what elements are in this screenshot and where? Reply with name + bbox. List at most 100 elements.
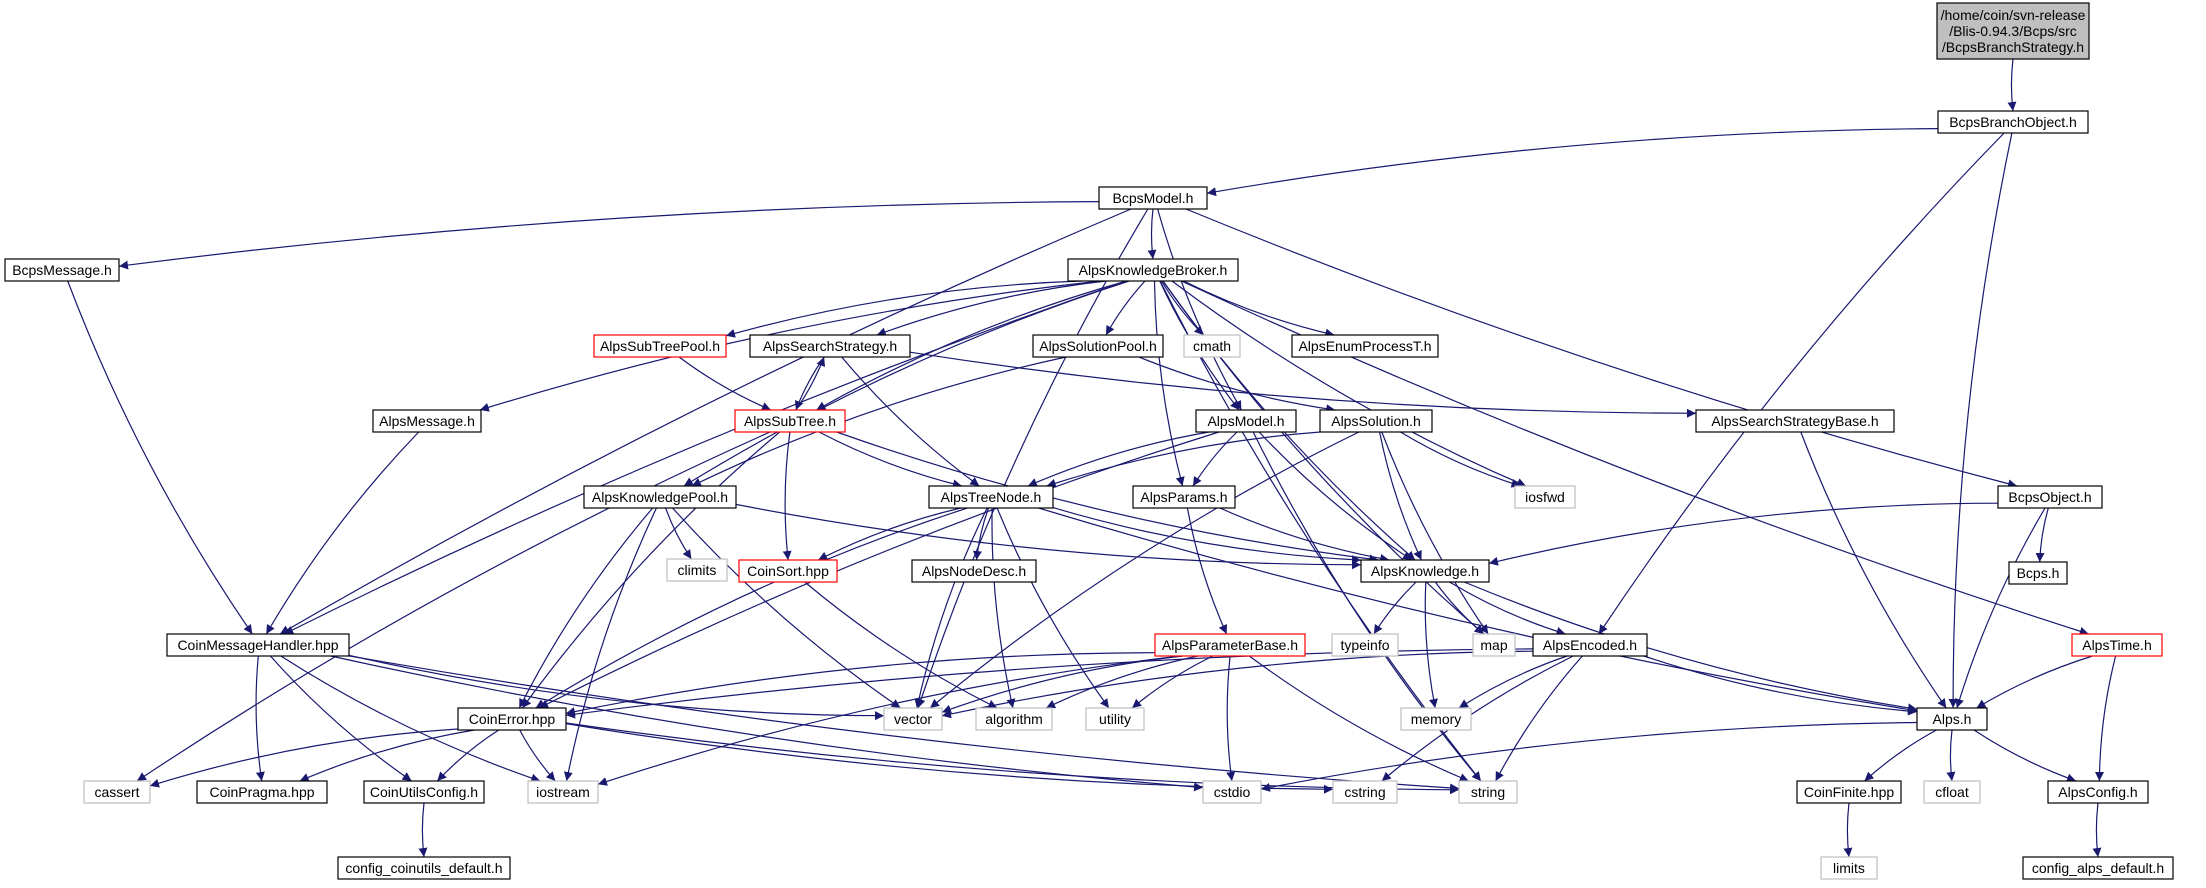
node-label-root: /Blis-0.94.3/Bcps/src	[1949, 23, 2077, 39]
edge-AlpsParameterBase-to-cstdio	[1226, 655, 1236, 782]
node-box-CoinUtilsConfig	[363, 780, 485, 804]
node-box-root	[1936, 2, 2090, 60]
edge-AlpsKnowledgePool-to-CoinError	[518, 507, 654, 709]
node-config_coinutils_default[interactable]: config_coinutils_default.h	[337, 856, 511, 880]
node-AlpsSearchStrategy[interactable]: AlpsSearchStrategy.h	[749, 334, 911, 358]
edge-AlpsEncoded-to-Alps	[1643, 655, 1918, 716]
edge-AlpsSubTree-to-AlpsKnowledge	[836, 431, 1379, 564]
node-AlpsSearchStrategyBase[interactable]: AlpsSearchStrategyBase.h	[1695, 409, 1895, 433]
node-box-limits	[1820, 856, 1878, 880]
node-box-CoinError	[457, 707, 567, 731]
node-AlpsModel[interactable]: AlpsModel.h	[1195, 409, 1297, 433]
node-box-CoinPragma	[196, 780, 328, 804]
node-box-cstring	[1332, 780, 1398, 804]
edge-AlpsKnowledgeBroker-to-AlpsMessage	[479, 280, 1101, 412]
edge-BcpsBranchObject-to-Alps	[1948, 132, 2013, 709]
edge-BcpsModel-to-AlpsModel	[1157, 208, 1242, 411]
node-BcpsBranchObject[interactable]: BcpsBranchObject.h	[1937, 110, 2089, 134]
node-AlpsTime[interactable]: AlpsTime.h	[2071, 633, 2163, 657]
node-BcpsModel[interactable]: BcpsModel.h	[1098, 186, 1208, 210]
edge-CoinMessageHandler-to-vector	[348, 654, 885, 721]
node-label-BcpsModel: BcpsModel.h	[1113, 190, 1194, 206]
edge-CoinMessageHandler-to-string	[348, 655, 1460, 793]
node-map: map	[1472, 633, 1516, 657]
edge-AlpsParameterBase-to-string	[1248, 655, 1469, 782]
edge-AlpsTreeNode-to-CoinError	[535, 507, 968, 709]
node-AlpsSubTreePool[interactable]: AlpsSubTreePool.h	[593, 334, 727, 358]
node-Alps[interactable]: Alps.h	[1916, 707, 1988, 731]
edge-Alps-to-cfloat	[1946, 729, 1956, 782]
node-box-AlpsParameterBase	[1154, 633, 1306, 657]
edge-AlpsTreeNode-to-algorithm	[991, 507, 1016, 709]
edge-Alps-to-cstdio	[1260, 721, 1918, 792]
node-CoinFinite[interactable]: CoinFinite.hpp	[1796, 780, 1902, 804]
edge-AlpsParameterBase-to-utility	[1131, 655, 1214, 709]
edge-CoinError-to-string	[565, 722, 1460, 795]
node-AlpsEnumProcessT[interactable]: AlpsEnumProcessT.h	[1291, 334, 1439, 358]
node-box-Alps	[1916, 707, 1988, 731]
node-AlpsSolutionPool[interactable]: AlpsSolutionPool.h	[1032, 334, 1164, 358]
edge-AlpsTreeNode-to-utility	[996, 507, 1110, 709]
edge-AlpsSolutionPool-to-AlpsKnowledgePool	[691, 356, 1067, 487]
node-AlpsMessage[interactable]: AlpsMessage.h	[372, 409, 482, 433]
node-label-config_coinutils_default: config_coinutils_default.h	[345, 860, 502, 876]
node-label-Alps: Alps.h	[1933, 711, 1972, 727]
node-config_alps_default[interactable]: config_alps_default.h	[2022, 856, 2174, 880]
edge-AlpsParams-to-AlpsParameterBase	[1186, 507, 1228, 635]
edge-BcpsModel-to-BcpsMessage	[118, 201, 1100, 270]
node-label-AlpsTime: AlpsTime.h	[2082, 637, 2152, 653]
node-AlpsNodeDesc[interactable]: AlpsNodeDesc.h	[911, 559, 1037, 583]
edge-AlpsSolution-to-map	[1381, 431, 1489, 635]
node-box-BcpsModel	[1098, 186, 1208, 210]
node-box-AlpsModel	[1195, 409, 1297, 433]
node-AlpsKnowledge[interactable]: AlpsKnowledge.h	[1360, 559, 1490, 583]
edge-AlpsParams-to-AlpsKnowledge	[1219, 507, 1390, 563]
node-label-AlpsKnowledgeBroker: AlpsKnowledgeBroker.h	[1079, 262, 1228, 278]
node-cstring: cstring	[1332, 780, 1398, 804]
node-box-iosfwd	[1514, 485, 1576, 509]
node-box-AlpsSearchStrategy	[749, 334, 911, 358]
node-BcpsObject[interactable]: BcpsObject.h	[1997, 485, 2103, 509]
node-root[interactable]: /home/coin/svn-release/Blis-0.94.3/Bcps/…	[1936, 2, 2090, 60]
node-CoinError[interactable]: CoinError.hpp	[457, 707, 567, 731]
node-label-CoinUtilsConfig: CoinUtilsConfig.h	[370, 784, 478, 800]
edge-AlpsSolution-to-AlpsTreeNode	[1046, 431, 1321, 488]
node-box-config_coinutils_default	[337, 856, 511, 880]
edges-layer	[67, 58, 2117, 858]
edge-AlpsTreeNode-to-AlpsNodeDesc	[972, 507, 990, 561]
node-AlpsKnowledgeBroker[interactable]: AlpsKnowledgeBroker.h	[1067, 258, 1239, 282]
node-CoinMessageHandler[interactable]: CoinMessageHandler.hpp	[166, 633, 350, 657]
node-AlpsKnowledgePool[interactable]: AlpsKnowledgePool.h	[583, 485, 737, 509]
node-AlpsSolution[interactable]: AlpsSolution.h	[1319, 409, 1433, 433]
node-CoinUtilsConfig[interactable]: CoinUtilsConfig.h	[363, 780, 485, 804]
node-iostream: iostream	[527, 780, 599, 804]
node-AlpsEncoded[interactable]: AlpsEncoded.h	[1532, 633, 1648, 657]
node-label-AlpsSearchStrategy: AlpsSearchStrategy.h	[763, 338, 897, 354]
node-label-CoinError: CoinError.hpp	[469, 711, 556, 727]
edge-CoinError-to-CoinUtilsConfig	[436, 729, 500, 782]
node-Bcps[interactable]: Bcps.h	[2008, 561, 2068, 585]
edge-AlpsSubTree-to-AlpsSearchStrategy	[795, 356, 826, 411]
edge-AlpsSubTree-to-AlpsTreeNode	[818, 431, 963, 489]
node-box-string	[1458, 780, 1518, 804]
node-AlpsConfig[interactable]: AlpsConfig.h	[2047, 780, 2149, 804]
node-AlpsParameterBase[interactable]: AlpsParameterBase.h	[1154, 633, 1306, 657]
node-label-AlpsSolution: AlpsSolution.h	[1331, 413, 1421, 429]
edge-BcpsObject-to-AlpsKnowledge	[1488, 502, 1999, 566]
node-AlpsTreeNode[interactable]: AlpsTreeNode.h	[928, 485, 1054, 509]
node-box-AlpsSubTreePool	[593, 334, 727, 358]
node-label-AlpsModel: AlpsModel.h	[1207, 413, 1284, 429]
node-BcpsMessage[interactable]: BcpsMessage.h	[4, 258, 120, 282]
node-label-iosfwd: iosfwd	[1525, 489, 1565, 505]
edge-AlpsTreeNode-to-CoinSort	[817, 507, 961, 561]
edge-CoinMessageHandler-to-CoinPragma	[255, 655, 265, 782]
node-CoinSort[interactable]: CoinSort.hpp	[738, 559, 838, 583]
edge-AlpsEncoded-to-vector	[941, 650, 1534, 719]
node-label-AlpsParams: AlpsParams.h	[1140, 489, 1227, 505]
node-CoinPragma[interactable]: CoinPragma.hpp	[196, 780, 328, 804]
node-AlpsSubTree[interactable]: AlpsSubTree.h	[734, 409, 846, 433]
node-AlpsParams[interactable]: AlpsParams.h	[1132, 485, 1236, 509]
node-box-climits	[666, 558, 728, 582]
edge-AlpsTreeNode-to-vector	[914, 507, 988, 709]
edge-AlpsParameterBase-to-algorithm	[1045, 655, 1199, 709]
